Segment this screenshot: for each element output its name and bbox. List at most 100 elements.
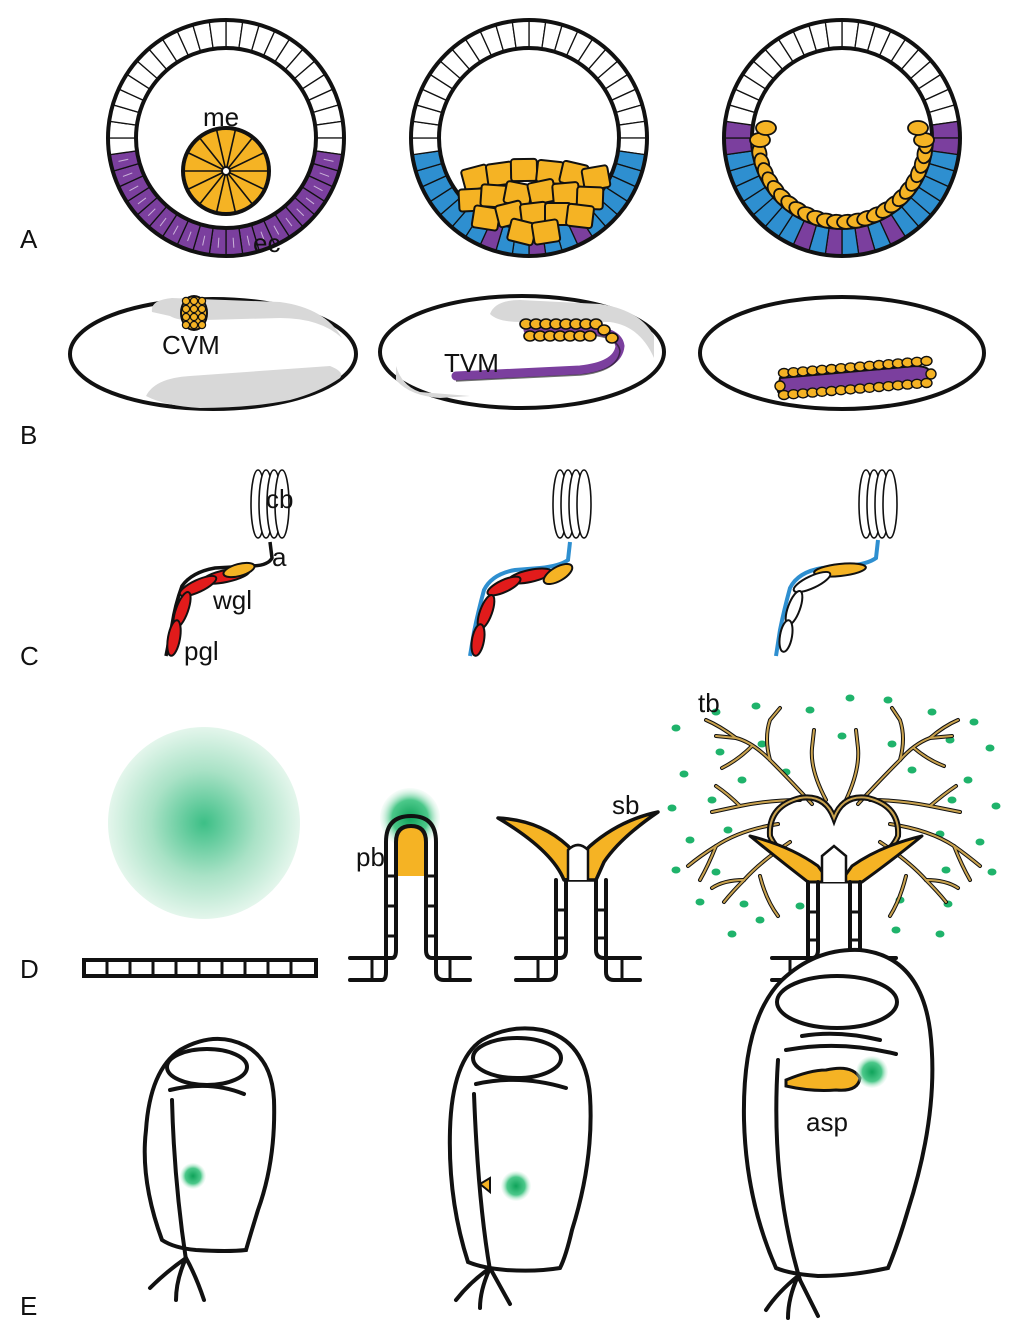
label-pb: pb: [356, 842, 385, 872]
cvm-cell: [181, 304, 191, 314]
cell-mark: [296, 208, 305, 217]
branch-core: [953, 845, 971, 881]
label-tvm: TVM: [444, 348, 499, 378]
label-cvm: CVM: [162, 330, 220, 360]
visceral-mesoderm-cells: [774, 355, 937, 401]
signal-spot: [845, 694, 855, 702]
label-tb: tb: [698, 688, 720, 718]
cell-mark: [273, 225, 280, 235]
branch-core: [913, 747, 945, 767]
signal-spot: [671, 866, 681, 874]
neuron-1: cb a wgl pgl: [164, 484, 293, 666]
branch-core: [889, 875, 907, 917]
cell-mark: [323, 158, 334, 162]
signal-spot: [795, 902, 805, 910]
tvm-cell: [605, 332, 619, 344]
branch-core: [711, 879, 745, 889]
mesoderm-cell: [907, 120, 929, 136]
cell-body-2: [552, 469, 592, 539]
panel-label-e: E: [20, 1291, 37, 1321]
branch-core: [715, 785, 741, 807]
branch-core: [891, 707, 904, 761]
signal-spot: [941, 866, 951, 874]
disk-spoke: [199, 137, 227, 172]
vm-cell: [920, 355, 933, 367]
cell-mark: [159, 217, 167, 227]
branch-core: [721, 745, 753, 769]
branch-core: [925, 879, 959, 889]
label-cb: cb: [266, 484, 293, 514]
ring-inner: [134, 46, 318, 230]
cvm-cell: [197, 312, 207, 322]
signal-spot: [907, 766, 917, 774]
branch-core: [929, 785, 957, 807]
panel-label-b: B: [20, 420, 37, 450]
panel-c: cb a wgl pgl C: [20, 469, 898, 671]
signal-spot: [685, 836, 695, 844]
signal-gradient-large: [108, 727, 300, 919]
signal-spot: [711, 868, 721, 876]
label-pgl: pgl: [184, 636, 219, 666]
neuron-3: [774, 539, 880, 657]
tvm-cells: [519, 318, 619, 344]
panel-e: asp E: [20, 947, 935, 1321]
label-asp: asp: [806, 1107, 848, 1137]
branch-core: [845, 729, 860, 801]
signal-spot: [671, 724, 681, 732]
branch-core: [810, 729, 827, 801]
signal-spot: [805, 706, 815, 714]
signal-spots: [667, 694, 1001, 938]
cvm-cell: [181, 312, 191, 322]
cell-lobe: [274, 469, 290, 539]
cvm-cell: [189, 320, 199, 330]
branch: [856, 734, 954, 806]
cell-mark: [217, 237, 220, 248]
signal-spot: [737, 776, 747, 784]
embryo-2: TVM: [378, 294, 666, 410]
branch-core: [705, 719, 737, 739]
cvm-cell: [197, 304, 207, 314]
ring-outer: [106, 18, 346, 258]
cell-mark: [129, 185, 139, 192]
embryo-1: CVM: [68, 295, 358, 411]
signal-spot: [969, 718, 979, 726]
cell-mark: [187, 231, 192, 242]
signal-spot: [739, 900, 749, 908]
cell-lobe: [882, 469, 898, 539]
signal-spot: [975, 838, 985, 846]
cvm-cell: [181, 296, 191, 306]
panel-b: CVM TVM B: [20, 294, 986, 450]
cell-mark: [172, 225, 179, 235]
signal-spot: [927, 708, 937, 716]
signal-spot: [727, 930, 737, 938]
cvm-cell: [189, 296, 199, 306]
tvm-cell: [597, 324, 611, 336]
terminal-branching: tb: [667, 688, 1001, 982]
cell-mark: [232, 237, 235, 248]
embryo-section-3: [722, 18, 962, 258]
signal-spot: [985, 744, 995, 752]
disk-spoke: [225, 137, 253, 172]
signal-spot: [837, 732, 847, 740]
cell-mark: [319, 172, 330, 177]
signal-spot: [695, 898, 705, 906]
ring-outer: [409, 18, 649, 258]
mesoderm-disk: [181, 126, 271, 216]
cvm-cell: [189, 312, 199, 322]
cell-mark: [118, 158, 129, 162]
cvm-cell: [197, 296, 207, 306]
signal-spot: [883, 696, 893, 704]
signal-spot: [891, 926, 901, 934]
branch-core: [929, 719, 959, 739]
mesoderm-clump: [457, 157, 612, 247]
branch-core: [766, 707, 781, 761]
signal-spot: [757, 740, 767, 748]
mesoderm-layer: [749, 120, 935, 230]
primary-bud: pb: [348, 788, 472, 982]
mesoderm-cell: [509, 157, 539, 183]
ring-outer: [722, 18, 962, 258]
cell-body-3: [858, 469, 898, 539]
tvm-cell: [583, 330, 597, 342]
flat-epithelium: [82, 958, 318, 978]
